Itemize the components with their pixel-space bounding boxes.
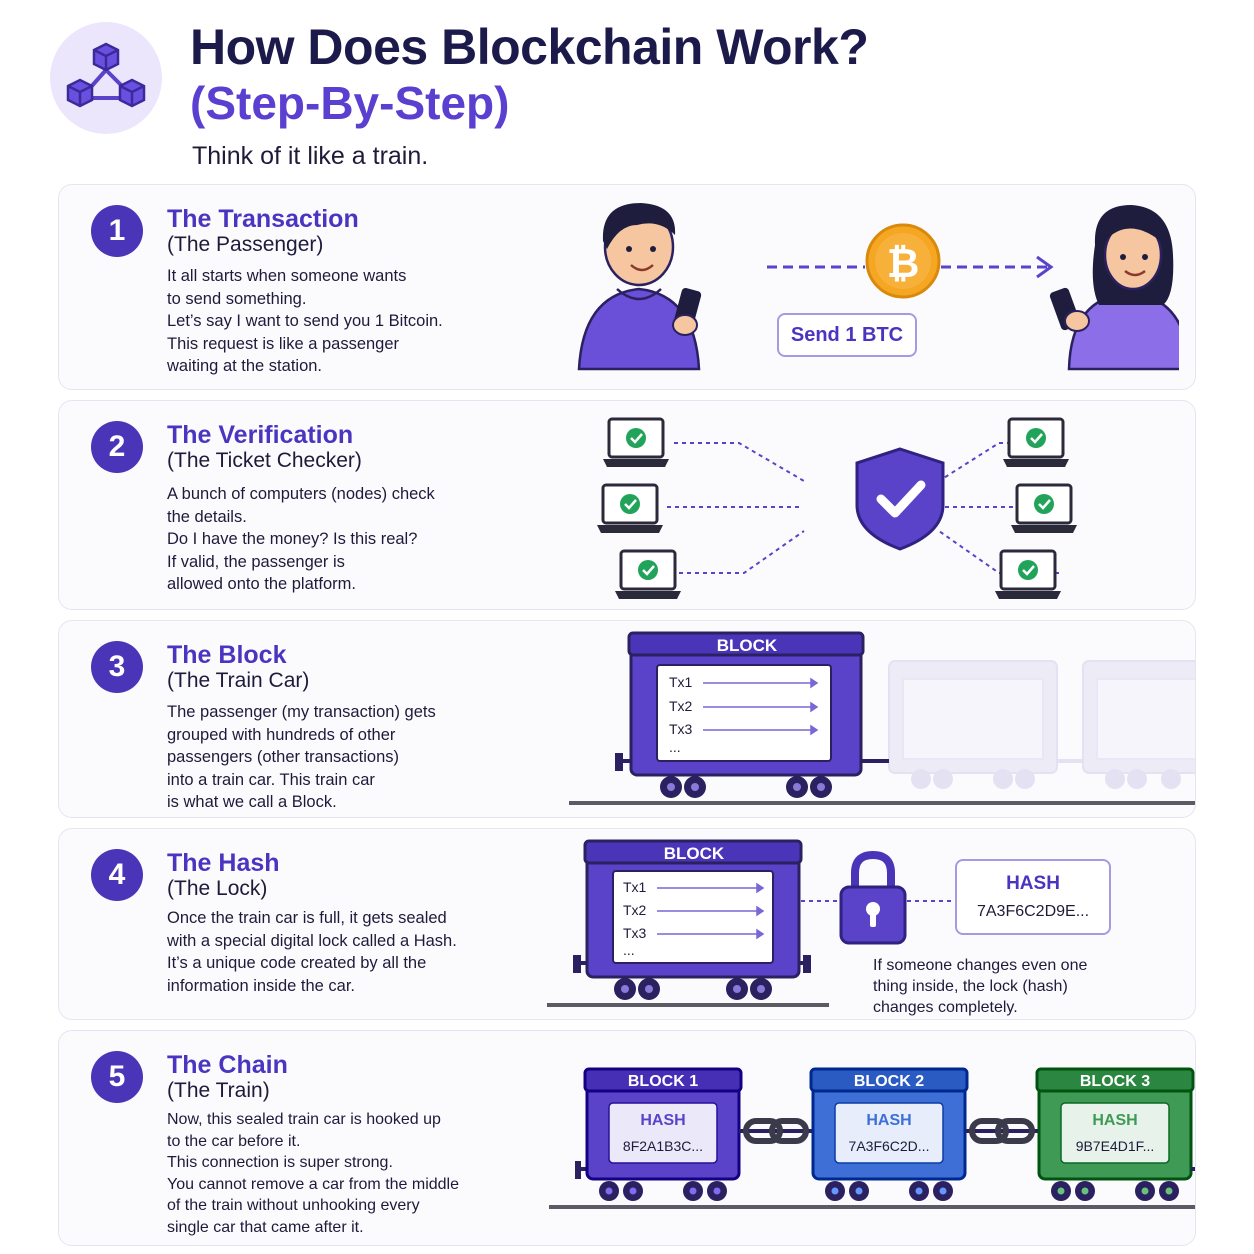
hash-label: HASH	[1006, 873, 1060, 894]
chain-hash-label: HASH	[866, 1112, 911, 1129]
page-title: How Does Blockchain Work?	[190, 19, 869, 75]
block-label: BLOCK	[664, 844, 725, 863]
step-title: The Block	[167, 641, 287, 669]
step-card-hash: 4 The Hash (The Lock) Once the train car…	[58, 828, 1196, 1020]
tx-label: Tx2	[669, 698, 693, 714]
tx-label: Tx3	[623, 925, 647, 941]
chain-hash-value: 7A3F6C2D...	[849, 1138, 930, 1154]
chain-block-1: BLOCK 1 HASH 8F2A1B3C...	[583, 1067, 743, 1201]
step-subtitle: (The Passenger)	[167, 233, 324, 256]
tx-label: Tx3	[669, 721, 693, 737]
step-number: 5	[91, 1051, 143, 1103]
tx-label: ...	[669, 739, 681, 755]
transaction-illustration: ₿	[577, 203, 1179, 371]
chain-block-label: BLOCK 1	[628, 1073, 698, 1090]
laptop-check-icon	[993, 549, 1063, 601]
hash-value: 7A3F6C2D9E...	[976, 903, 1090, 920]
step-card-transaction: 1 The Transaction (The Passenger) It all…	[58, 184, 1196, 390]
laptop-check-icon	[613, 549, 683, 601]
verification-illustration	[595, 417, 1079, 601]
chain-hash-label: HASH	[640, 1112, 685, 1129]
padlock-icon	[839, 850, 907, 945]
step-description: The passenger (my transaction) gets grou…	[167, 703, 436, 811]
step-subtitle: (The Ticket Checker)	[167, 449, 362, 472]
step-description: Now, this sealed train car is hooked up …	[167, 1111, 460, 1236]
page-tagline: Think of it like a train.	[192, 142, 429, 170]
chain-hash-value: 8F2A1B3C...	[623, 1138, 703, 1154]
hash-box: HASH 7A3F6C2D9E...	[955, 859, 1111, 935]
step-number: 4	[91, 849, 143, 901]
step-subtitle: (The Train)	[167, 1079, 270, 1102]
step-subtitle: (The Lock)	[167, 877, 268, 900]
chain-block-label: BLOCK 3	[1080, 1073, 1150, 1090]
step-subtitle: (The Train Car)	[167, 669, 310, 692]
hash-note: If someone changes even one thing inside…	[873, 957, 1088, 1016]
step-description: Once the train car is full, it gets seal…	[167, 909, 457, 995]
tx-label: ...	[623, 942, 635, 958]
step-title: The Chain	[167, 1051, 288, 1079]
step-title: The Verification	[167, 421, 354, 449]
chain-block-3: BLOCK 3 HASH 9B7E4D1F...	[1035, 1067, 1195, 1201]
hash-lock-illustration: BLOCK Tx1 Tx2 Tx3 ...	[547, 839, 955, 1007]
laptop-check-icon	[1009, 483, 1079, 535]
page-title-sub: (Step-By-Step)	[190, 77, 510, 129]
step-title: The Transaction	[167, 205, 359, 233]
blocks-logo-icon	[66, 42, 146, 108]
step-number: 2	[91, 421, 143, 473]
step-card-verification: 2 The Verification (The Ticket Checker) …	[58, 400, 1196, 610]
step-description: A bunch of computers (nodes) check the d…	[167, 485, 435, 593]
send-amount-label: Send 1 BTC	[777, 313, 917, 357]
svg-text:₿: ₿	[887, 242, 920, 286]
chain-block-2: BLOCK 2 HASH 7A3F6C2D...	[809, 1067, 969, 1201]
chain-illustration: BLOCK 1 HASH 8F2A1B3C... BLOCK 2 HASH 7A3F6C2…	[549, 1067, 1195, 1209]
tx-label: Tx2	[623, 902, 647, 918]
step-number: 3	[91, 641, 143, 693]
step-card-block: 3 The Block (The Train Car) The passenge…	[58, 620, 1196, 818]
chain-hash-label: HASH	[1092, 1112, 1137, 1129]
chain-block-label: BLOCK 2	[854, 1073, 924, 1090]
chain-link-icon	[739, 1118, 813, 1144]
step-title: The Hash	[167, 849, 280, 877]
tx-label: Tx1	[623, 879, 647, 895]
block-label: BLOCK	[717, 636, 778, 655]
shield-check-icon	[855, 447, 945, 551]
step-description: It all starts when someone wants to send…	[167, 267, 443, 375]
chain-link-icon	[965, 1118, 1039, 1144]
sender-person-icon	[577, 203, 702, 371]
receiver-person-icon	[1049, 205, 1179, 371]
tx-label: Tx1	[669, 674, 693, 690]
logo-badge	[50, 22, 162, 134]
laptop-check-icon	[1001, 417, 1071, 469]
train-car-illustration: BLOCK Tx1 Tx2 Tx3 ...	[569, 631, 1195, 805]
chain-hash-value: 9B7E4D1F...	[1076, 1138, 1155, 1154]
laptop-check-icon	[595, 483, 665, 535]
step-number: 1	[91, 205, 143, 257]
step-card-chain: 5 The Chain (The Train) Now, this sealed…	[58, 1030, 1196, 1246]
laptop-check-icon	[601, 417, 671, 469]
bitcoin-icon: ₿	[865, 223, 941, 299]
